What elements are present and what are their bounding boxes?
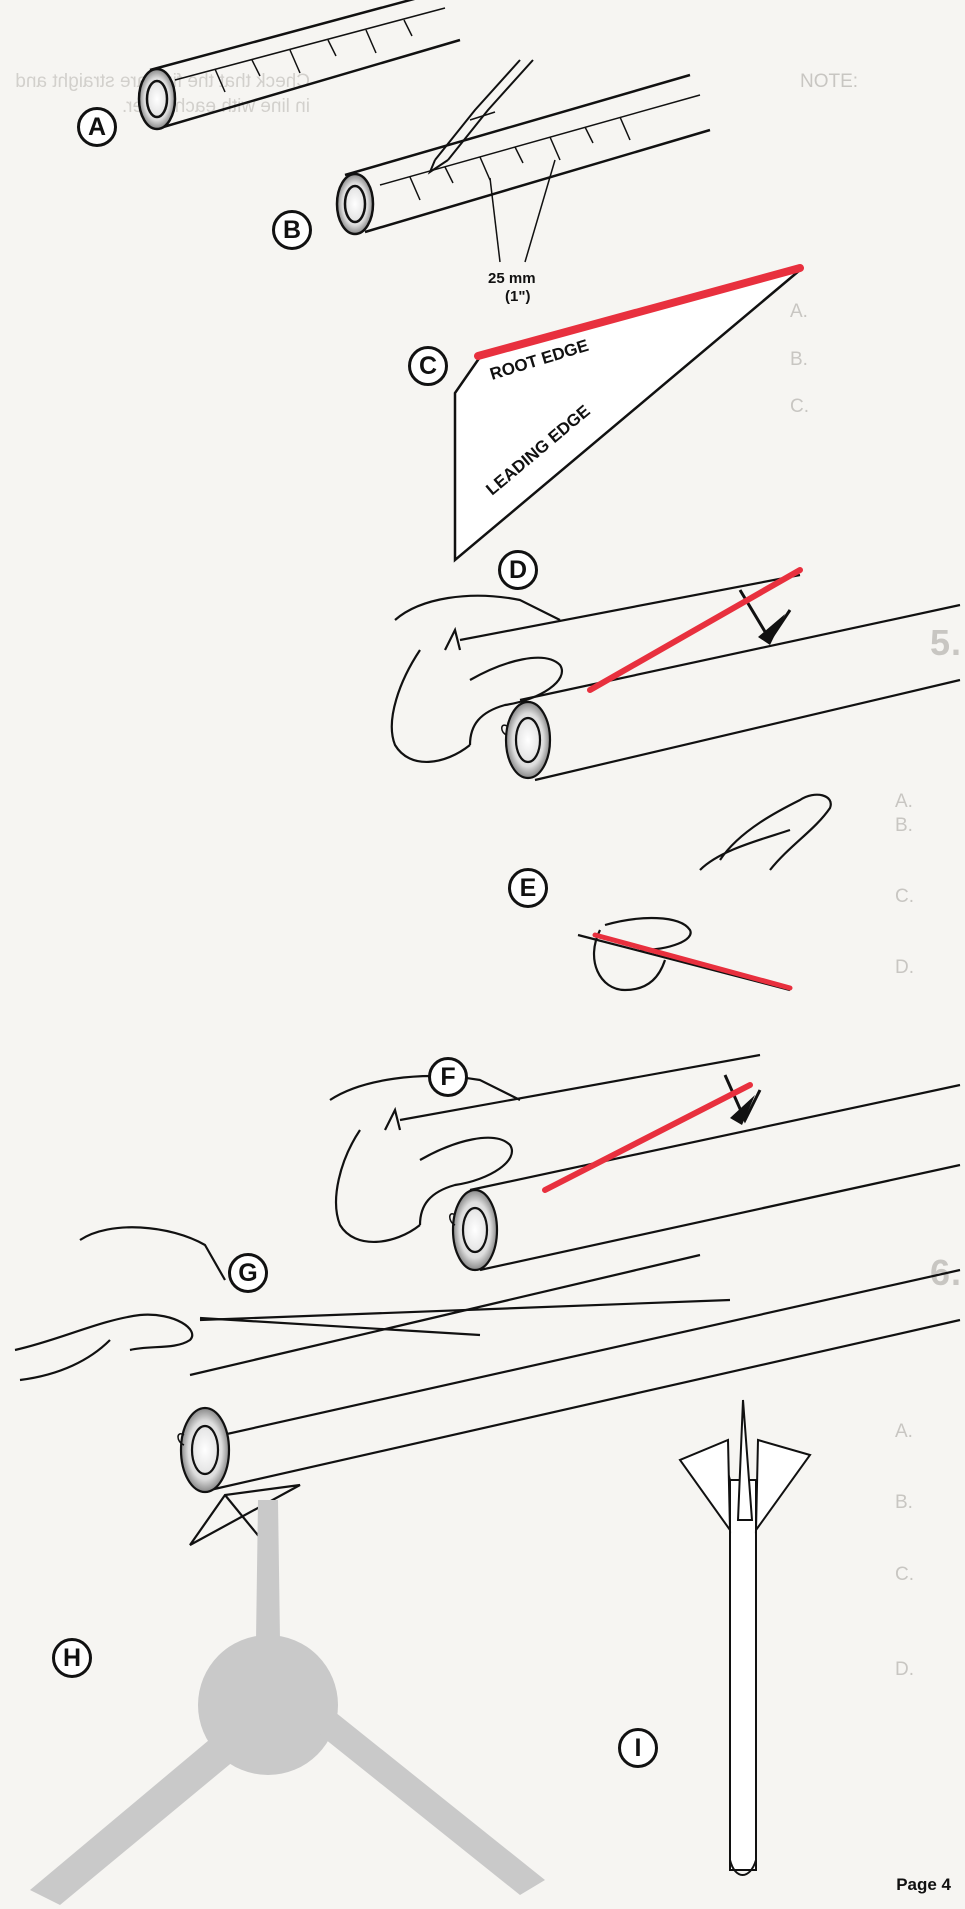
figure-d-hand-and-tube [390, 573, 961, 782]
label-b-badge: B [272, 210, 312, 250]
bleed-through-body-1: A.B.C. [790, 301, 809, 417]
label-h-badge: H [52, 1638, 92, 1678]
figure-g-alignment [14, 1226, 961, 1551]
fin-d-highlight [587, 567, 803, 693]
figure-h-stand [30, 1500, 545, 1905]
figure-a-tube [137, 0, 461, 131]
figure-f-hand-and-tube [329, 1053, 961, 1272]
label-g-badge: G [228, 1253, 268, 1293]
bleed-through-note: NOTE: [800, 71, 859, 92]
fin-e-highlight [592, 932, 793, 991]
measurement-imperial: (1") [505, 288, 530, 305]
bleed-through-body-2: A.B.C.D. [895, 791, 914, 979]
figure-c-fin [453, 264, 804, 563]
bleed-through-heading-5: 5. [930, 622, 963, 663]
label-a-badge: A [77, 107, 117, 147]
fin-f-highlight [542, 1082, 753, 1193]
label-e-badge: E [508, 868, 548, 908]
measurement-metric: 25 mm [488, 270, 536, 287]
label-f-badge: F [428, 1057, 468, 1097]
bleed-through-body-3: A.B.C.D. [895, 1421, 914, 1680]
figure-e-glue-hands [577, 793, 832, 992]
figure-b-tube [335, 59, 711, 263]
label-d-badge: D [498, 550, 538, 590]
label-i-badge: I [618, 1728, 658, 1768]
label-c-badge: C [408, 346, 448, 386]
page-number: Page 4 [896, 1875, 951, 1894]
figure-i-rocket [678, 1399, 812, 1876]
root-edge-highlight [474, 264, 804, 360]
